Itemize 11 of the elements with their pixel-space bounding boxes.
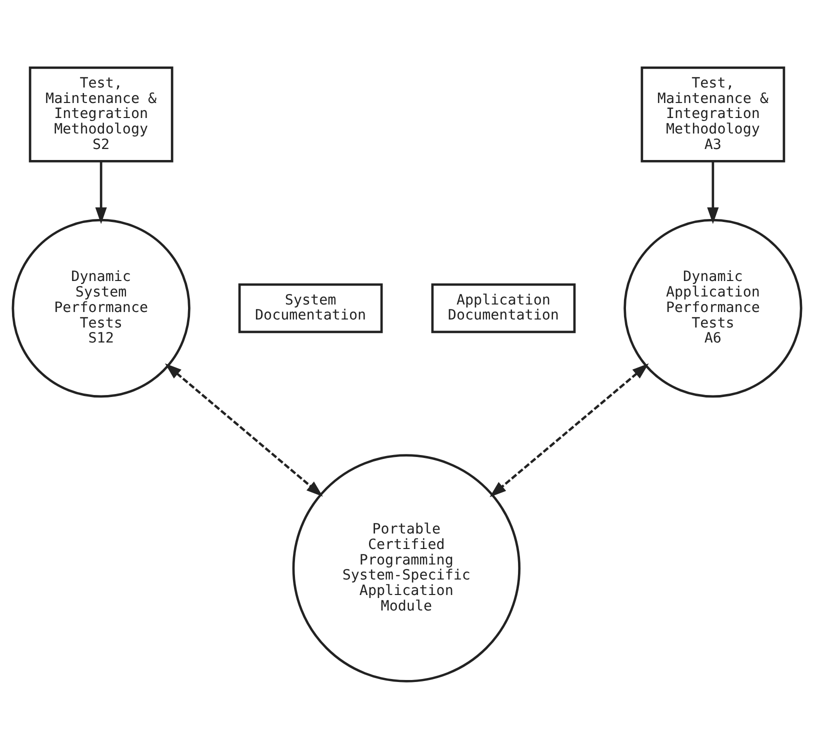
arrow — [95, 161, 107, 224]
node-box: System Documentation — [238, 282, 383, 333]
arrow — [707, 161, 719, 224]
node-circle: Portable Certified Programming System-Specific Application Module — [292, 454, 521, 682]
node-box: Test, Maintenance & Integration Methodology A3 — [640, 66, 786, 162]
node-box: Test, Maintenance & Integration Methodology S2 — [28, 66, 174, 162]
node-circle: Dynamic Application Performance Tests A6 — [624, 218, 802, 398]
node-box: Application Documentation — [431, 282, 576, 333]
node-circle: Dynamic System Performance Tests S12 — [12, 218, 190, 398]
arrow — [490, 362, 649, 497]
arrow — [164, 362, 323, 496]
